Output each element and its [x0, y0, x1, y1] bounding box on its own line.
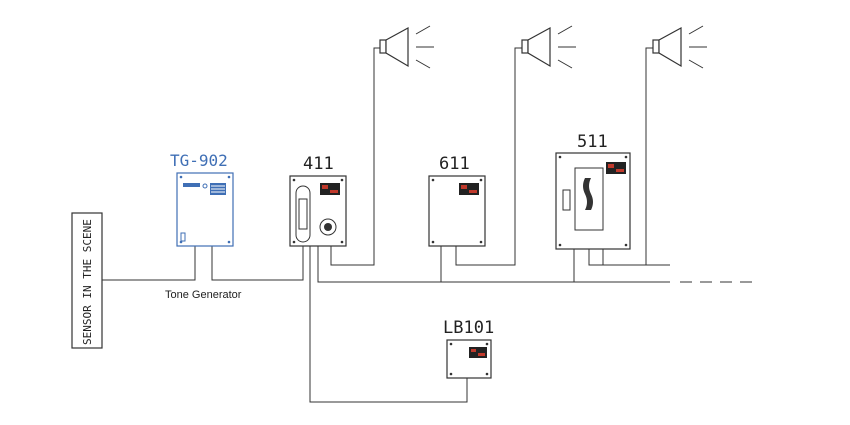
device-tg902: TG-902 Tone Generator [165, 151, 242, 301]
knob-icon [319, 218, 337, 236]
device-411: 411 [289, 154, 347, 247]
speaker-icon [521, 25, 576, 69]
wiring [102, 47, 752, 403]
device-511: 511 [555, 132, 631, 250]
d611-model-label: 611 [439, 154, 470, 174]
speaker-icon [379, 25, 434, 69]
d411-model-label: 411 [303, 154, 334, 174]
lb101-badge [469, 347, 487, 358]
tg902-brand-strip [183, 183, 200, 187]
lb101-model-label: LB101 [443, 318, 494, 338]
device-lb101: LB101 [443, 318, 494, 379]
d511-handset-cavity [574, 167, 604, 231]
handset-icon [295, 185, 311, 243]
tg902-caption: Tone Generator [165, 289, 242, 301]
handset-icon [583, 178, 593, 210]
sensor-box: SENSOR IN THE SCENE [71, 212, 103, 349]
tg902-model-label: TG-902 [170, 151, 228, 170]
d511-cradle-switch [562, 189, 571, 211]
sensor-label: SENSOR IN THE SCENE [81, 219, 94, 345]
device-611: 611 [428, 154, 486, 247]
d511-model-label: 511 [577, 132, 608, 152]
speaker-icon [652, 25, 707, 69]
